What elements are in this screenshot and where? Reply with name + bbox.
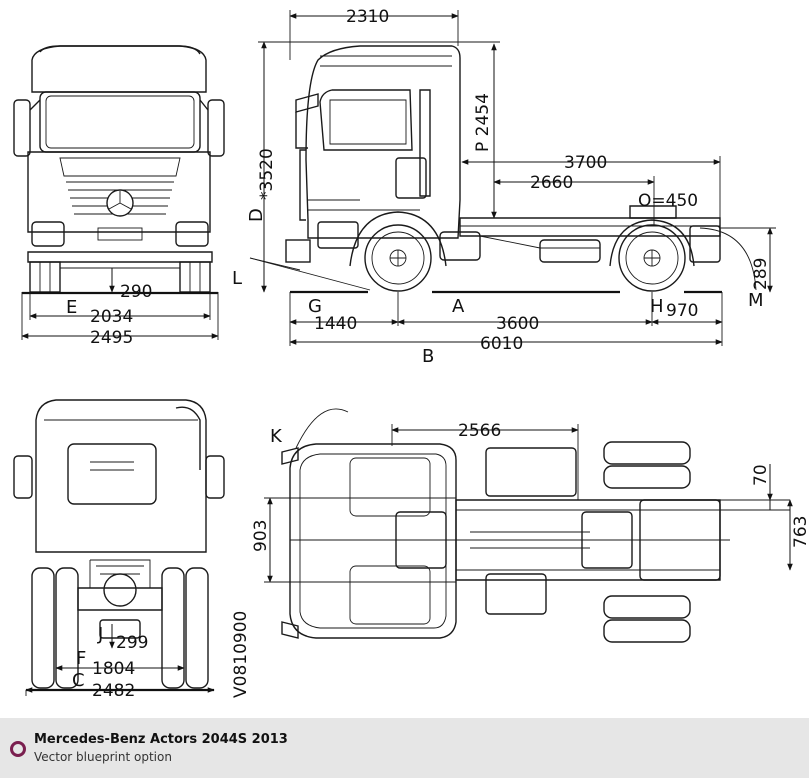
dim-2482: 2482 [92,681,135,701]
dim-2310: 2310 [346,7,389,27]
caption-bar: Mercedes-Benz Actors 2044S 2013 Vector b… [0,718,809,778]
label-M: M [748,290,764,311]
dim-1440: 1440 [314,314,357,334]
dim-3520: *3520 [257,148,277,200]
dim-299: 299 [116,633,148,653]
label-H: H [650,296,664,317]
dim-o450: O=450 [638,191,698,211]
front-view [13,45,225,295]
blueprint-drawing: 290 E 2034 2495 2310 P 2454 *3520 D 3700… [13,7,809,701]
dimension-lines [21,10,793,696]
label-J: J [97,624,103,645]
label-G: G [308,296,322,317]
label-L: L [232,268,242,289]
dim-3600: 3600 [496,314,539,334]
label-B: B [422,346,434,367]
label-C: C [72,670,85,691]
dim-2660: 2660 [530,173,573,193]
label-A: A [452,296,465,317]
dim-763: 763 [791,516,809,548]
dim-290: 290 [120,282,152,302]
drawing-code: V0810900 [231,611,251,698]
dim-70: 70 [751,464,771,486]
dimension-labels: 290 E 2034 2495 2310 P 2454 *3520 D 3700… [66,7,809,701]
caption-subtitle: Vector blueprint option [34,750,172,764]
label-F: F [76,648,86,669]
dim-2495: 2495 [90,328,133,348]
dim-903: 903 [251,520,271,552]
dim-6010: 6010 [480,334,523,354]
dim-1804: 1804 [92,659,135,679]
circle-bullet-icon [10,741,26,757]
dim-2034: 2034 [90,307,133,327]
side-view [249,45,757,294]
dim-289: 289 [751,258,771,290]
dim-970: 970 [666,301,698,321]
dim-3700: 3700 [564,153,607,173]
caption-title: Mercedes-Benz Actors 2044S 2013 [34,732,288,747]
dim-2566: 2566 [458,421,501,441]
label-D: D [246,208,267,222]
label-K: K [270,426,283,447]
label-E: E [66,297,77,318]
top-view [281,408,730,643]
dim-p2454: P 2454 [473,93,493,152]
